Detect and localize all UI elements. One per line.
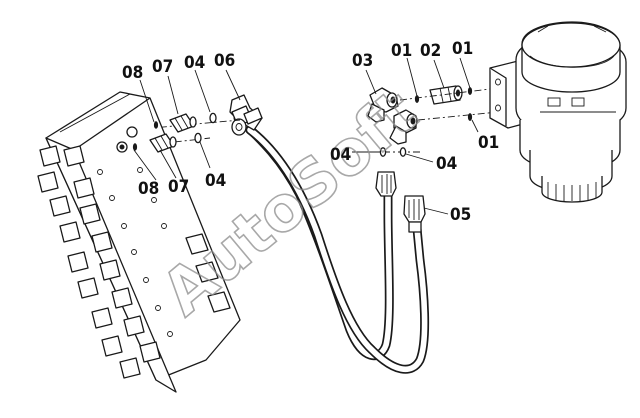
callout-labels: 01 02 01 03 01 04 04 05 06 07 04 08 08 0… (122, 39, 499, 225)
valve-bolt-holes (97, 167, 173, 337)
hose-assembly (233, 113, 430, 374)
callout-04-lower: 04 (205, 171, 226, 191)
callout-04-upper: 04 (184, 53, 205, 73)
callout-07-lower: 07 (168, 177, 189, 197)
motor-gear-teeth (547, 182, 597, 201)
callout-01-right: 01 (478, 133, 499, 153)
hose-swivel-nut-05 (403, 195, 426, 233)
callout-02: 02 (420, 41, 441, 61)
callout-06: 06 (214, 51, 235, 71)
o-ring-04 (194, 112, 407, 157)
callout-04-center-right: 04 (436, 154, 457, 174)
callout-05: 05 (450, 205, 471, 225)
callout-04-center-left: 04 (330, 145, 351, 165)
elbow-fitting-03 (367, 87, 399, 123)
o-ring-08 (132, 121, 159, 151)
hydraulic-motor (489, 21, 627, 203)
control-valve-block (37, 91, 241, 393)
callout-01-top-left: 01 (391, 41, 412, 61)
callout-03: 03 (352, 51, 373, 71)
elbow-fitting-lower (389, 109, 418, 145)
valve-port-fittings (63, 145, 231, 363)
adapter-fitting-07-upper (169, 113, 197, 133)
leader-lines (133, 57, 479, 215)
adapter-fitting-02 (429, 85, 463, 105)
hose-end-fitting-06 (229, 94, 263, 136)
valve-spool-row (37, 145, 141, 379)
callout-08-upper: 08 (122, 63, 143, 83)
callout-08-lower: 08 (138, 179, 159, 199)
o-ring-01 (414, 87, 473, 121)
hose-swivel-nut-upper (375, 171, 397, 197)
adapter-fitting-07-lower (149, 133, 177, 153)
callout-07-upper: 07 (152, 57, 173, 77)
callout-01-top-right: 01 (452, 39, 473, 59)
